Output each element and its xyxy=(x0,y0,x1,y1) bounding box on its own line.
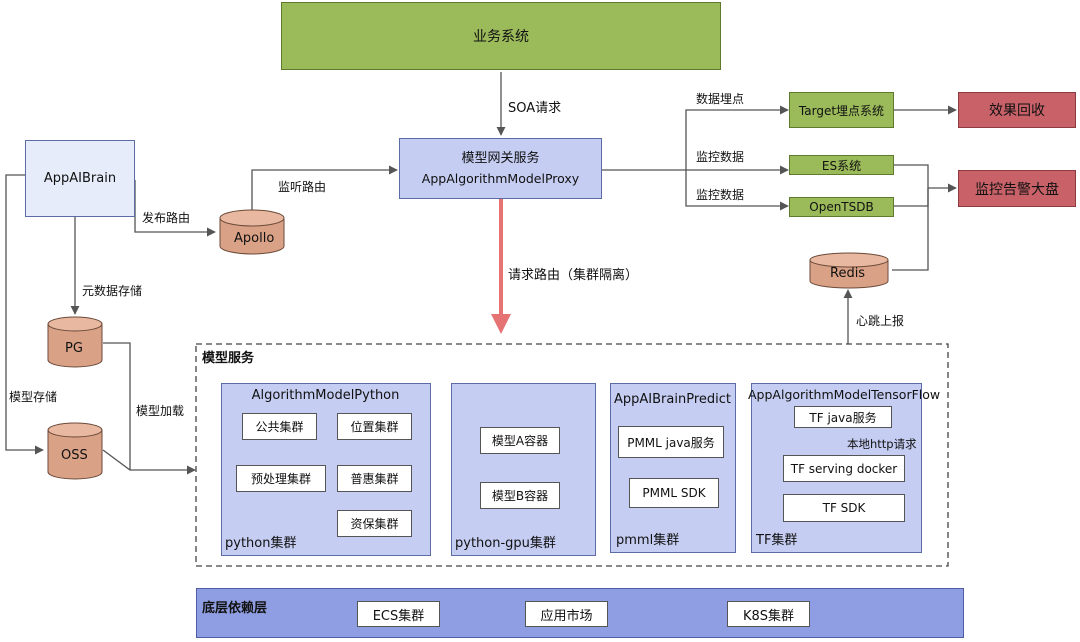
model-load-arrow xyxy=(103,342,196,475)
listen-route-label: 监听路由 xyxy=(278,180,327,194)
tsdb-dashboard-line xyxy=(894,188,929,207)
tf-cluster-footer: TF集群 xyxy=(756,533,798,548)
appaibrain-label: AppAIBrain xyxy=(43,171,117,186)
effect-recall-label: 效果回收 xyxy=(989,103,1045,119)
redis-label: Redis xyxy=(830,266,866,281)
pmml-sdk: PMML SDK xyxy=(629,478,719,508)
oss-label: OSS xyxy=(61,448,88,463)
python-item-preprocess: 预处理集群 xyxy=(236,465,326,492)
oss-cylinder xyxy=(47,422,103,480)
model-store-label: 模型存储 xyxy=(9,390,58,404)
tf-cluster-title: AppAlgorithmModelTensorFlow xyxy=(748,387,941,402)
es-dashboard-line xyxy=(894,164,929,188)
heartbeat-label: 心跳上报 xyxy=(856,314,905,328)
base-item-ecs: ECS集群 xyxy=(357,601,440,627)
request-route-label: 请求路由（集群隔离） xyxy=(508,268,639,283)
business-system-label: 业务系统 xyxy=(473,29,529,45)
redis-cylinder xyxy=(809,252,889,289)
python-cluster-box: AlgorithmModelPython 公共集群 位置集群 预处理集群 普惠集… xyxy=(221,383,431,556)
appaibrain-box: AppAIBrain xyxy=(25,140,135,217)
python-item-puhui: 普惠集群 xyxy=(337,465,412,492)
listen-route-arrow xyxy=(251,165,398,212)
apollo-cylinder xyxy=(219,209,285,255)
meta-store-label: 元数据存储 xyxy=(82,284,143,298)
soa-label: SOA请求 xyxy=(508,101,562,116)
publish-route-label: 发布路由 xyxy=(142,211,191,225)
model-store-arrow xyxy=(5,174,44,455)
es-label: ES系统 xyxy=(821,158,862,173)
gpu-cluster-box: 模型A容器 模型B容器 python-gpu集群 xyxy=(451,383,596,556)
model-load-label: 模型加载 xyxy=(136,404,185,418)
tf-java-service: TF java服务 xyxy=(794,406,892,428)
python-cluster-title: AlgorithmModelPython xyxy=(251,388,400,403)
pmml-cluster-title: AppAIBrainPredict xyxy=(614,392,731,407)
gateway-title: 模型网关服务 xyxy=(461,150,540,166)
oss-load-line xyxy=(102,449,131,471)
monitor-dashboard-box: 监控告警大盘 xyxy=(958,170,1076,207)
tf-sdk: TF SDK xyxy=(783,494,905,522)
tf-http-label: 本地http请求 xyxy=(847,437,917,451)
gpu-item-model-a: 模型A容器 xyxy=(480,427,560,454)
python-item-public: 公共集群 xyxy=(242,413,317,440)
monitor-data-label-1: 监控数据 xyxy=(696,150,745,164)
pmml-cluster-box: AppAIBrainPredict PMML java服务 PMML SDK p… xyxy=(610,383,736,553)
track-arrow xyxy=(685,105,789,170)
gateway-box: 模型网关服务 AppAlgorithmModelProxy xyxy=(399,138,602,199)
apollo-label: Apollo xyxy=(234,231,275,246)
pg-cylinder xyxy=(47,316,103,368)
monitor-data-label-2: 监控数据 xyxy=(696,188,745,202)
publish-route-arrow xyxy=(134,180,216,237)
target-box: Target埋点系统 xyxy=(789,92,894,128)
tf-serving-docker: TF serving docker xyxy=(783,455,905,482)
base-item-app-market: 应用市场 xyxy=(525,601,608,627)
model-service-title: 模型服务 xyxy=(202,351,255,366)
pg-label: PG xyxy=(65,341,83,356)
effect-recall-box: 效果回收 xyxy=(958,92,1076,128)
monitor-dashboard-label: 监控告警大盘 xyxy=(975,181,1059,198)
pmml-java-service: PMML java服务 xyxy=(618,426,724,458)
python-item-zibao: 资保集群 xyxy=(337,510,412,537)
pmml-cluster-footer: pmml集群 xyxy=(616,533,680,548)
python-cluster-footer: python集群 xyxy=(225,536,297,551)
data-track-label: 数据埋点 xyxy=(696,92,745,106)
python-item-location: 位置集群 xyxy=(337,413,412,440)
tsdb-arrow xyxy=(685,170,789,211)
business-system-box: 业务系统 xyxy=(281,2,721,70)
opentsdb-label: OpenTSDB xyxy=(809,200,874,214)
es-box: ES系统 xyxy=(789,155,894,175)
redis-dashboard-line xyxy=(892,188,929,271)
gpu-item-model-b: 模型B容器 xyxy=(480,482,560,509)
base-item-k8s: K8S集群 xyxy=(727,601,810,627)
gpu-cluster-footer: python-gpu集群 xyxy=(455,536,556,551)
base-layer-box: 底层依赖层 ECS集群 应用市场 K8S集群 xyxy=(196,588,964,638)
tf-cluster-box: AppAlgorithmModelTensorFlow TF java服务 本地… xyxy=(748,383,940,553)
opentsdb-box: OpenTSDB xyxy=(789,197,894,217)
gateway-subtitle: AppAlgorithmModelProxy xyxy=(421,170,580,186)
base-layer-title: 底层依赖层 xyxy=(202,601,268,616)
model-service-boundary xyxy=(195,343,949,567)
target-label: Target埋点系统 xyxy=(798,103,885,118)
